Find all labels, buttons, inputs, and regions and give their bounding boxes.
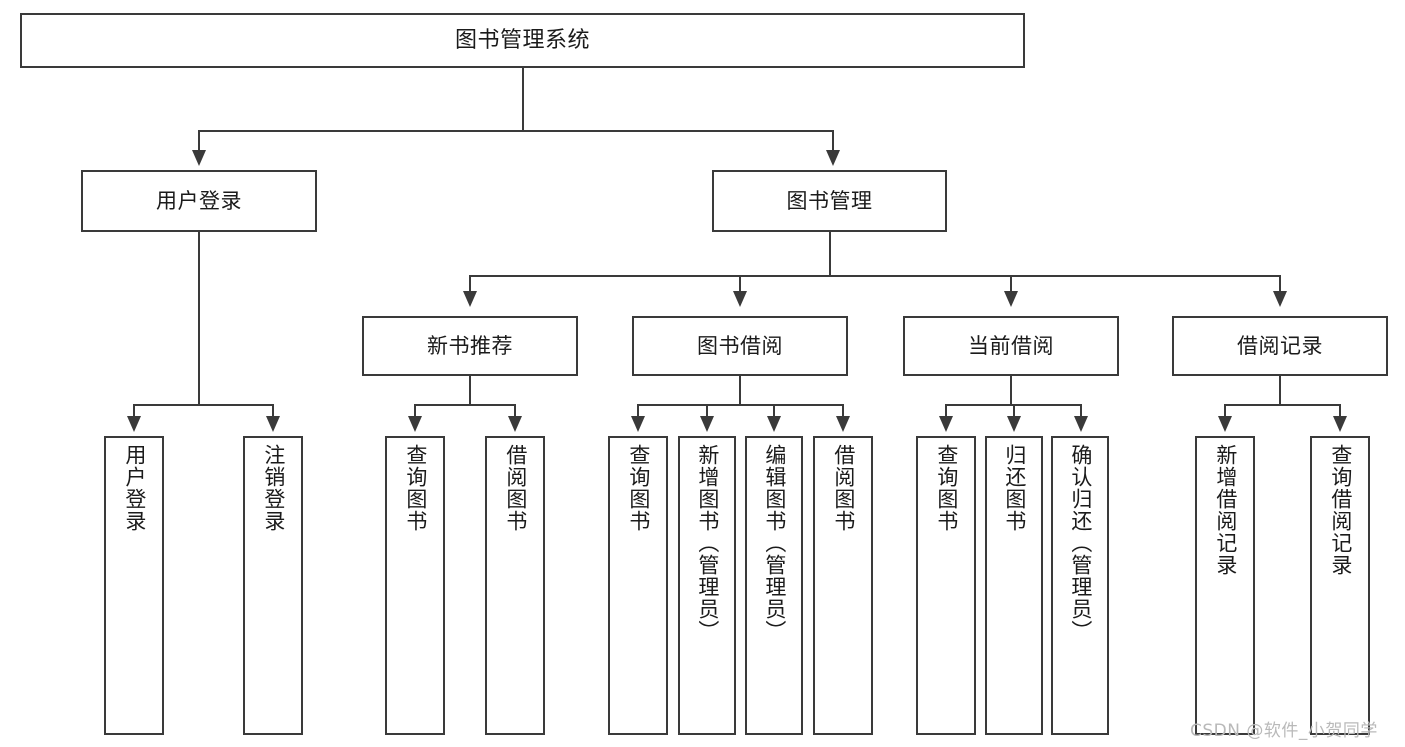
node-leaf-confirm-return[interactable]: 确认归还（管理员） [1051,436,1109,735]
node-leaf-add-record[interactable]: 新增借阅记录 [1195,436,1255,735]
node-label: 图书管理系统 [454,27,590,53]
node-label: 用户登录 [122,444,147,532]
node-book-borrow[interactable]: 图书借阅 [632,316,848,376]
watermark-text: CSDN @软件_小贺同学 [1190,721,1378,741]
arrow-down-icon [826,150,840,166]
node-label: 图书借阅 [697,333,783,358]
connector-book-manage-stem [829,232,831,277]
connector-branch [1010,275,1012,293]
node-label: 新增借阅记录 [1213,444,1238,576]
arrow-down-icon [767,416,781,432]
node-leaf-edit-book[interactable]: 编辑图书（管理员） [745,436,803,735]
connector-root-to-book-manage [832,130,834,152]
connector-borrow-record-stem [1279,376,1281,406]
arrow-down-icon [631,416,645,432]
connector-branch [1224,404,1226,418]
node-borrow-record[interactable]: 借阅记录 [1172,316,1388,376]
node-label: 归还图书 [1002,444,1027,532]
arrow-down-icon [508,416,522,432]
arrow-down-icon [733,291,747,307]
connector-book-borrow-stem [739,376,741,406]
node-label: 图书管理 [786,188,873,213]
connector-branch [945,404,947,418]
arrow-down-icon [1074,416,1088,432]
node-leaf-query-book-1[interactable]: 查询图书 [385,436,445,735]
connector-branch [842,404,844,418]
connector-branch [739,275,741,293]
connector-book-manage-bus [469,275,1281,277]
arrow-down-icon [1007,416,1021,432]
node-leaf-return-book[interactable]: 归还图书 [985,436,1043,735]
connector-branch [414,404,416,418]
arrow-down-icon [1004,291,1018,307]
node-label: 新书推荐 [427,333,513,358]
arrow-down-icon [1218,416,1232,432]
arrow-down-icon [408,416,422,432]
node-new-book-recommend[interactable]: 新书推荐 [362,316,578,376]
connector-new-book-bus [414,404,516,406]
node-label: 注销登录 [261,444,286,532]
connector-borrow-record-bus [1224,404,1340,406]
connector-current-borrow-stem [1010,376,1012,406]
node-leaf-query-record[interactable]: 查询借阅记录 [1310,436,1370,735]
node-label: 编辑图书（管理员） [762,444,787,642]
connector-branch [706,404,708,418]
connector-new-book-stem [469,376,471,406]
node-leaf-borrow-book-1[interactable]: 借阅图书 [485,436,545,735]
arrow-down-icon [463,291,477,307]
connector-user-login-bus [133,404,273,406]
node-label: 查询图书 [403,444,428,532]
connector-branch [469,275,471,293]
connector-user-login-stem [198,232,200,406]
arrow-down-icon [266,416,280,432]
node-label: 用户登录 [156,188,242,213]
arrow-down-icon [1333,416,1347,432]
node-leaf-query-book-2[interactable]: 查询图书 [608,436,668,735]
connector-branch [272,404,274,418]
connector-book-borrow-bus [637,404,843,406]
connector-branch [1279,275,1281,293]
node-leaf-borrow-book-2[interactable]: 借阅图书 [813,436,873,735]
node-book-manage[interactable]: 图书管理 [712,170,947,232]
node-label: 查询图书 [626,444,651,532]
arrow-down-icon [1273,291,1287,307]
node-root-system[interactable]: 图书管理系统 [20,13,1025,68]
connector-root-bus [198,130,834,132]
node-label: 查询借阅记录 [1328,444,1353,576]
arrow-down-icon [192,150,206,166]
node-label: 新增图书（管理员） [695,444,720,642]
connector-root-to-user-login [198,130,200,152]
node-current-borrow[interactable]: 当前借阅 [903,316,1119,376]
connector-branch [1013,404,1015,418]
node-leaf-add-book[interactable]: 新增图书（管理员） [678,436,736,735]
node-label: 查询图书 [934,444,959,532]
node-label: 借阅图书 [831,444,856,532]
arrow-down-icon [836,416,850,432]
node-leaf-query-book-3[interactable]: 查询图书 [916,436,976,735]
connector-branch [637,404,639,418]
connector-branch [133,404,135,418]
connector-branch [514,404,516,418]
node-label: 借阅记录 [1237,333,1323,358]
connector-branch [773,404,775,418]
node-label: 当前借阅 [968,333,1054,358]
node-label: 确认归还（管理员） [1068,444,1093,642]
connector-branch [1080,404,1082,418]
node-user-login[interactable]: 用户登录 [81,170,317,232]
node-leaf-user-login[interactable]: 用户登录 [104,436,164,735]
arrow-down-icon [939,416,953,432]
connector-root-stem [522,68,524,131]
arrow-down-icon [127,416,141,432]
connector-branch [1339,404,1341,418]
arrow-down-icon [700,416,714,432]
node-label: 借阅图书 [503,444,528,532]
node-leaf-user-logout[interactable]: 注销登录 [243,436,303,735]
